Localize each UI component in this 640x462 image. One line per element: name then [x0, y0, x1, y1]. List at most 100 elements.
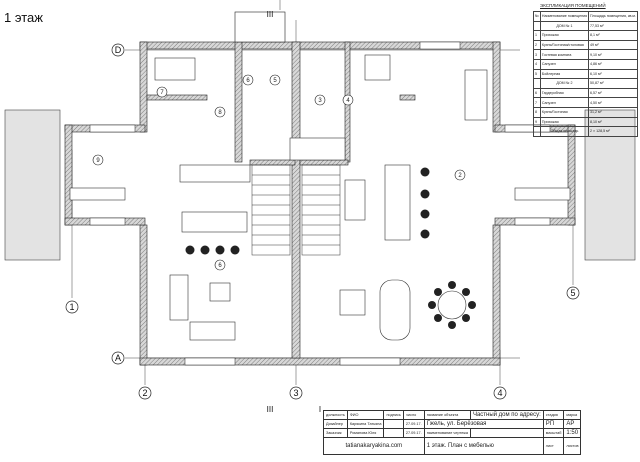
room-marker: 3: [318, 98, 322, 104]
legend-cell: 9: [533, 116, 541, 128]
legend-header: Наименование помещения: [539, 11, 590, 22]
legend-cell: 8,1 м²: [588, 30, 638, 41]
legend-header: Площадь помещения, кв.м.: [588, 11, 638, 22]
tb-cell: РП: [542, 419, 565, 429]
legend-cell: 8,10 м²: [588, 116, 638, 128]
room-marker: 9: [96, 158, 100, 164]
tb-cell: наименование чертежа: [423, 428, 471, 438]
legend-cell: 4,50 м²: [588, 97, 638, 108]
legend-cell: 1: [533, 30, 541, 41]
legend-cell: 8: [533, 106, 541, 118]
legend-cell: Бойлерная: [539, 68, 590, 80]
tb-cell: марка: [563, 410, 582, 420]
legend-cell: Прихожая: [539, 30, 590, 41]
legend-cell: Прихожая: [539, 116, 590, 128]
legend-cell: 50,87 м²: [588, 78, 638, 89]
section-mark-bottom-left: III: [267, 405, 274, 414]
legend-cell: 6: [533, 87, 541, 99]
tb-cell: Романова Юля: [346, 428, 385, 438]
room-marker: 5: [273, 78, 277, 84]
tb-cell: подпись: [383, 410, 404, 420]
legend-cell: [533, 126, 541, 137]
tb-cell: Гжель, ул. Берёзовая: [423, 419, 544, 429]
floor-label: 1 этаж: [4, 10, 43, 25]
legend-cell: 5: [533, 68, 541, 80]
tb-cell: масштаб: [542, 428, 565, 438]
legend-cell: Кухня/Гостиная/столовая: [539, 39, 590, 51]
tb-cell: Карякина Татьяна: [346, 419, 385, 429]
room-marker: 4: [346, 98, 350, 104]
legend-cell: 77,53 м²: [588, 20, 638, 32]
tb-cell: название объекта: [423, 410, 471, 420]
legend-cell: [533, 78, 541, 89]
tb-cell: ФИО: [346, 410, 385, 420]
tb-cell: листов: [563, 437, 582, 455]
legend-cell: Гостевая комната: [539, 49, 590, 60]
tb-cell: АР: [563, 419, 582, 429]
room-marker: 6: [246, 78, 250, 84]
legend-cell: 6,10 м²: [588, 68, 638, 80]
room-marker: 7: [160, 90, 164, 96]
legend-cell: 4,86 м²: [588, 58, 638, 70]
axis-label-2: 2: [142, 388, 147, 398]
legend-cell: 49 м²: [588, 39, 638, 51]
room-marker: 8: [218, 110, 222, 116]
legend-cell: 7: [533, 97, 541, 108]
tb-cell: Дизайнер: [323, 419, 348, 429]
legend-cell: Санузел: [539, 97, 590, 108]
legend-cell: ДОМ № 1: [539, 20, 590, 32]
legend-cell: Гардеробная: [539, 87, 590, 99]
axis-label-a: A: [115, 353, 121, 363]
legend-header: №: [533, 11, 541, 22]
tb-cell: Частный дом по адресу:: [469, 410, 544, 420]
tb-cell: лист: [542, 437, 565, 455]
legend-cell: ДОМ № 2: [539, 78, 590, 89]
axis-markers: [65, 43, 580, 400]
tb-cell: стадия: [542, 410, 565, 420]
legend-cell: 6,57 м²: [588, 87, 638, 99]
legend-cell: 2 × 128,5 м²: [588, 126, 638, 137]
room-marker: 2: [458, 173, 462, 179]
room-marker: 6: [218, 263, 222, 269]
section-mark-bottom-right: I: [319, 405, 321, 414]
axis-label-d: D: [115, 45, 122, 55]
legend-cell: 3: [533, 49, 541, 60]
walls: [64, 11, 576, 366]
windows: [89, 41, 551, 366]
furniture: [69, 54, 571, 341]
legend-cell: Кухня/Гостиная: [539, 106, 590, 118]
tb-cell: 1:50: [563, 428, 582, 438]
staircase: [251, 164, 341, 256]
tb-cell: 27.09.17.: [402, 428, 425, 438]
tb-website: tatianakaryakina.com: [323, 437, 425, 455]
legend-cell: 31,2 м²: [588, 106, 638, 118]
legend-title: ЭКСПЛИКАЦИЯ ПОМЕЩЕНИЙ: [540, 3, 606, 8]
section-mark-top: III: [267, 10, 274, 19]
tb-cell: 27.09.17.: [402, 419, 425, 429]
tb-cell: Заказчик: [323, 428, 348, 438]
legend-cell: [533, 20, 541, 32]
axis-label-4: 4: [497, 388, 502, 398]
legend-cell: 4: [533, 58, 541, 70]
legend-cell: Общая площадь: [539, 126, 590, 137]
tb-drawing-name: 1 этаж. План с мебелью: [423, 437, 544, 455]
axis-label-5: 5: [570, 288, 575, 298]
chairs: [185, 167, 476, 329]
room-markers: [92, 74, 466, 271]
legend-cell: Санузел: [539, 58, 590, 70]
tb-cell: должность: [323, 410, 348, 420]
